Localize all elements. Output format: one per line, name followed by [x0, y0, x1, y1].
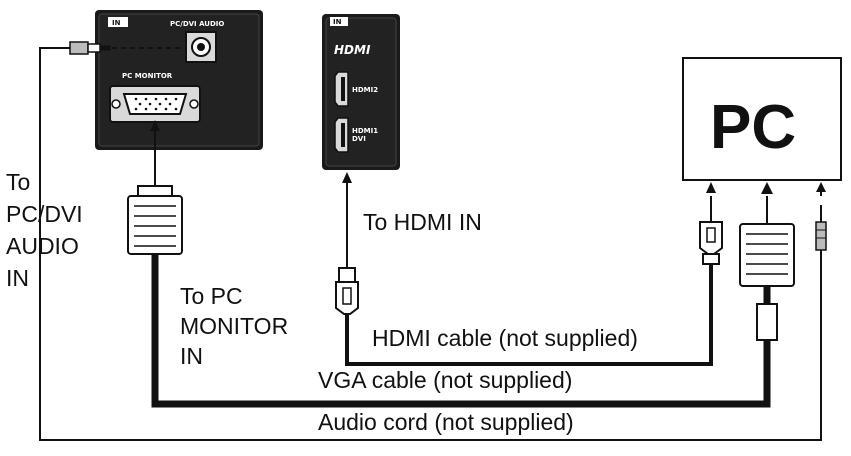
- audio-jack-port[interactable]: [185, 31, 217, 63]
- hdmi-in-label: To HDMI IN: [363, 209, 482, 235]
- in-tag: [330, 17, 348, 26]
- pc-monitor-in-line-2: MONITOR: [180, 313, 288, 339]
- hdmi2-port[interactable]: [334, 71, 349, 107]
- vga-cable: [151, 127, 771, 408]
- audio-port-label: PC/DVI AUDIO: [170, 20, 224, 28]
- audio-in-line-4: IN: [6, 265, 29, 291]
- hdmi-input-panel: IN HDMI HDMI2 HDMI1 DVI: [322, 14, 400, 170]
- audio-in-line-3: AUDIO: [6, 233, 79, 259]
- audio-in-line-1: To: [6, 169, 30, 195]
- in-tag: [108, 17, 128, 27]
- pc-box: PC: [682, 57, 842, 181]
- hdmi-cable: [345, 178, 713, 366]
- arrow-up-icon: [761, 182, 773, 206]
- in-tag-text: IN: [112, 19, 121, 27]
- hdmi-logo: HDMI: [334, 43, 371, 57]
- arrow-up-icon: [150, 120, 160, 131]
- audio-cord-label: Audio cord (not supplied): [318, 409, 574, 435]
- vga-connector-right: [739, 205, 795, 341]
- pc-monitor-in-line-3: IN: [180, 343, 203, 369]
- audio-in-line-2: PC/DVI: [6, 201, 83, 227]
- dvi-label: DVI: [352, 135, 366, 143]
- audio-in-label: To PC/DVI AUDIO IN: [6, 169, 83, 291]
- audio-cord: [39, 41, 822, 441]
- vga-cable-label: VGA cable (not supplied): [318, 367, 572, 393]
- arrow-up-icon: [342, 172, 352, 183]
- monitor-port-label: PC MONITOR: [122, 72, 173, 80]
- pc-monitor-in-label: To PC MONITOR IN: [180, 283, 288, 369]
- hdmi1-label: HDMI1: [352, 127, 378, 135]
- arrow-up-icon: [816, 182, 826, 196]
- in-tag-text: IN: [333, 18, 342, 26]
- audio-plug-pc: [815, 205, 827, 251]
- hdmi-cable-label: HDMI cable (not supplied): [372, 325, 638, 351]
- pc-label: PC: [710, 93, 796, 162]
- hdmi-connector-left: [335, 267, 359, 315]
- vga-connector-left: [127, 185, 183, 255]
- pc-input-panel: IN PC/DVI AUDIO PC MONITOR: [95, 10, 263, 150]
- vga-port[interactable]: [109, 85, 201, 123]
- hdmi2-label: HDMI2: [352, 86, 378, 94]
- hdmi-connector-right: [699, 205, 723, 265]
- arrow-up-icon: [706, 182, 716, 206]
- pc-monitor-in-line-1: To PC: [180, 283, 243, 309]
- hdmi1-dvi-port[interactable]: [334, 117, 349, 153]
